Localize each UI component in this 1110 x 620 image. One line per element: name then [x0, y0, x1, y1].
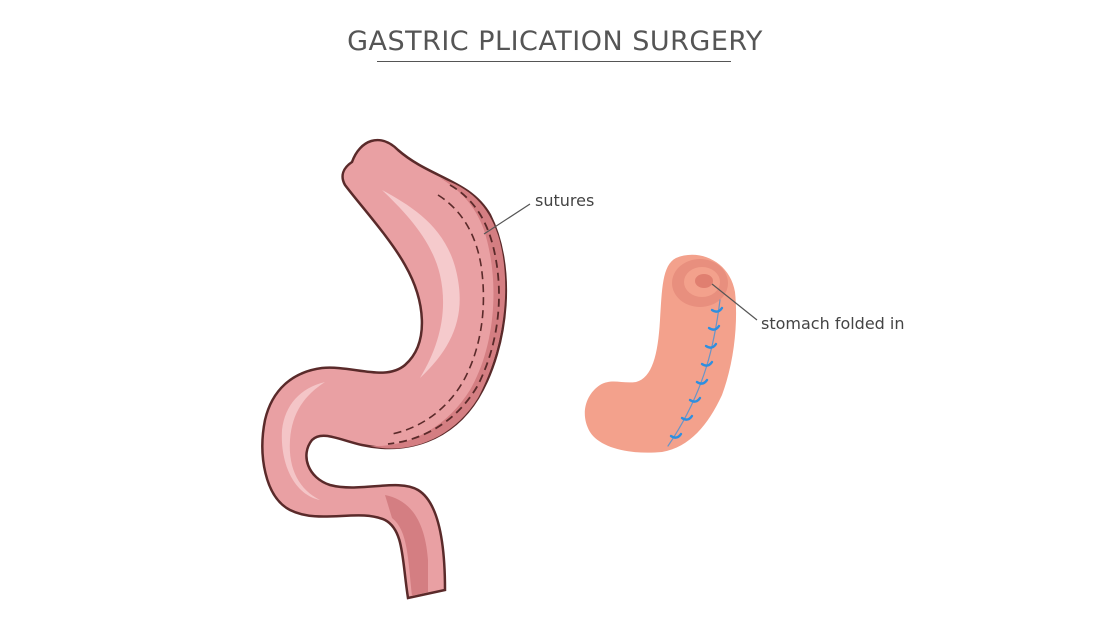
duodenum-shade: [385, 495, 428, 596]
label-sutures: sutures: [535, 191, 595, 210]
stomach-original: [261, 138, 508, 600]
blue-sutures: [667, 299, 724, 447]
duodenum-highlight: [281, 382, 325, 500]
fold-inner: [695, 274, 713, 288]
suture-dashed-line-inner: [391, 194, 485, 435]
title-underline: [377, 61, 731, 62]
folded-leader-line: [711, 283, 758, 321]
sutures-leader-line: [483, 203, 531, 235]
stomach-highlight: [382, 190, 460, 378]
stomach-folded: [584, 254, 737, 453]
diagram-title: GASTRIC PLICATION SURGERY: [347, 26, 763, 57]
suture-dashed-line: [387, 184, 500, 445]
stomach-body: [261, 138, 508, 600]
label-stomach-folded-in: stomach folded in: [761, 314, 905, 333]
